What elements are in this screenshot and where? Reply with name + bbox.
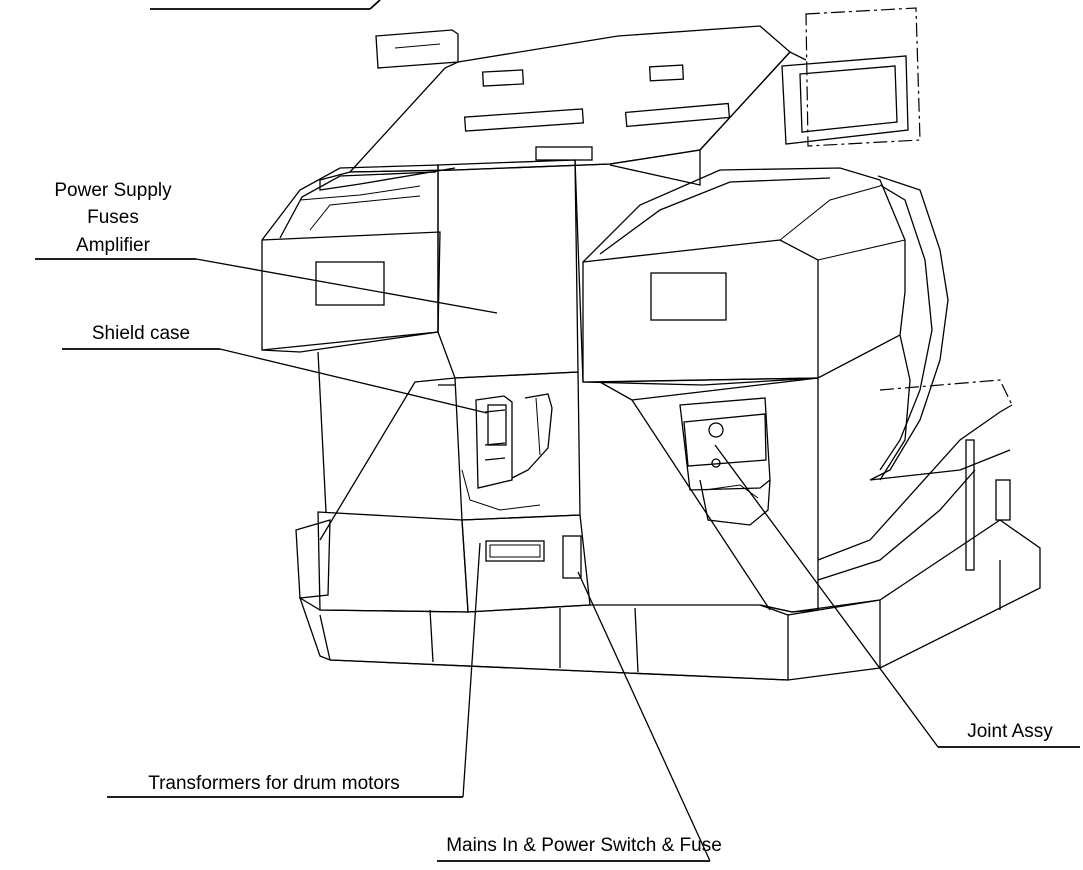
top-canopy <box>319 7 921 191</box>
leader-mains <box>577 571 711 862</box>
label-shield-case: Shield case <box>92 323 190 344</box>
left-upper-housing <box>261 164 441 353</box>
top-leader-fragment-tail <box>369 0 381 10</box>
right-upper-housing <box>582 167 949 481</box>
central-column <box>437 159 591 613</box>
label-power-supply-group: Power Supply Fuses Amplifier <box>35 180 498 314</box>
leader-joint-assy <box>714 444 939 748</box>
label-power-supply: Power Supply <box>54 180 172 201</box>
leader-shield-case <box>219 348 488 414</box>
leader-transformers <box>462 542 481 798</box>
label-shield-case-group: Shield case <box>62 323 488 414</box>
base-pallet <box>295 519 1041 681</box>
leader-power-supply <box>195 258 498 314</box>
label-joint-assy-group: Joint Assy <box>714 444 1080 748</box>
label-fuses: Fuses <box>87 207 139 228</box>
label-transformers-group: Transformers for drum motors <box>107 542 481 798</box>
label-mains: Mains In & Power Switch & Fuse <box>446 835 722 856</box>
label-joint-assy: Joint Assy <box>967 721 1053 742</box>
label-mains-group: Mains In & Power Switch & Fuse <box>437 571 722 862</box>
label-amplifier: Amplifier <box>76 235 151 256</box>
label-transformers: Transformers for drum motors <box>148 773 400 794</box>
right-lower-body <box>599 377 1013 613</box>
